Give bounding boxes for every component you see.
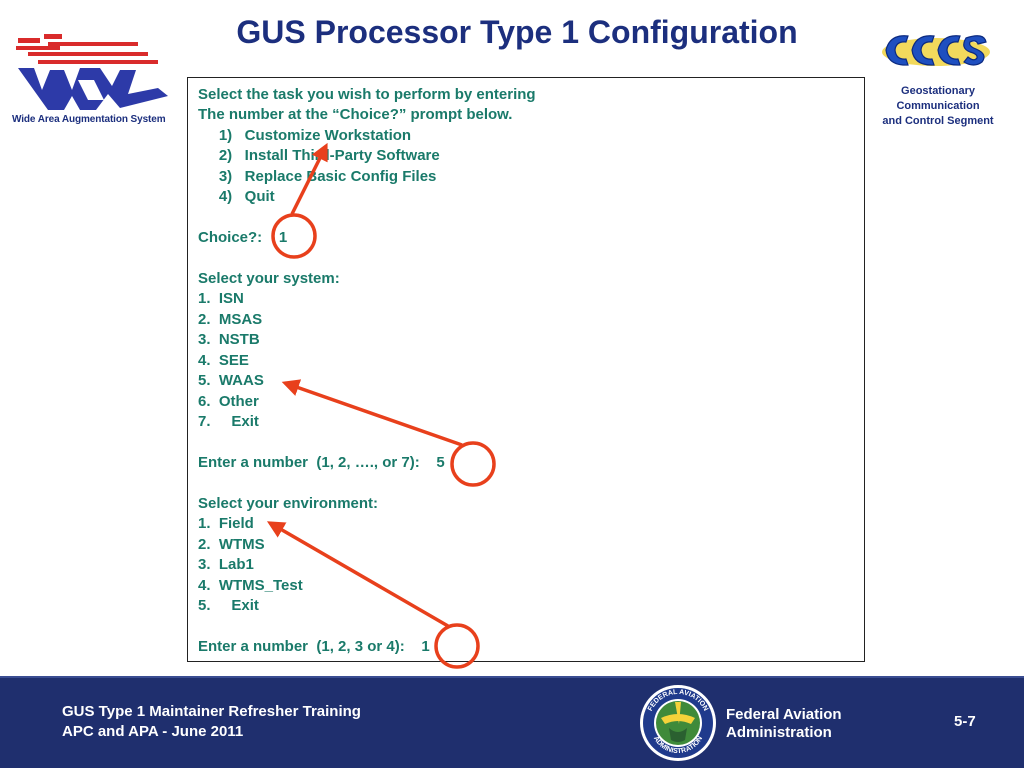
faa-name-line1: Federal Aviation: [726, 706, 842, 723]
console-choice-line: Choice?: 1: [198, 229, 288, 246]
console-line: 1. Field: [198, 515, 254, 532]
console-line: 2. WTMS: [198, 536, 265, 553]
console-line: The number at the “Choice?” prompt below…: [198, 106, 513, 123]
console-system-prompt: Enter a number (1, 2, …., or 7): 5: [198, 454, 445, 471]
console-line: 5. WAAS: [198, 372, 264, 389]
console-line: 3) Replace Basic Config Files: [198, 168, 437, 185]
faa-seal-logo: FEDERAL AVIATION ADMINISTRATION: [640, 685, 716, 761]
console-line: Select your system:: [198, 270, 340, 287]
gccs-logo: [882, 35, 990, 66]
gccs-caption: Geostationary Communication and Control …: [868, 84, 1008, 129]
console-line: 7. Exit: [198, 413, 259, 430]
console-line: 2. MSAS: [198, 311, 263, 328]
page-number: 5-7: [954, 713, 976, 730]
footer-bar: GUS Type 1 Maintainer Refresher Training…: [0, 678, 1024, 768]
waas-logo: [16, 34, 168, 110]
footer-divider: [0, 676, 1024, 678]
console-line: Select your environment:: [198, 495, 379, 512]
faa-name-line2: Administration: [726, 724, 832, 741]
console-line: 3. Lab1: [198, 556, 254, 573]
console-line: 2) Install Third-Party Software: [198, 147, 440, 164]
waas-caption: Wide Area Augmentation System: [12, 114, 166, 125]
console-output-box: Select the task you wish to perform by e…: [187, 77, 865, 662]
console-line: 1) Customize Workstation: [198, 127, 412, 144]
footer-course-date: APC and APA - June 2011: [62, 723, 244, 740]
console-line: 4. SEE: [198, 352, 249, 369]
gccs-caption-line: and Control Segment: [882, 115, 994, 127]
console-line: 5. Exit: [198, 597, 259, 614]
console-line: Select the task you wish to perform by e…: [198, 86, 536, 103]
gccs-caption-line: Communication: [896, 100, 980, 112]
console-line: 1. ISN: [198, 290, 244, 307]
console-line: 4. WTMS_Test: [198, 577, 303, 594]
console-line: 6. Other: [198, 393, 259, 410]
console-line: 4) Quit: [198, 188, 275, 205]
faa-agency-name: Federal Aviation Administration: [726, 706, 842, 742]
console-environment-prompt: Enter a number (1, 2, 3 or 4): 1: [198, 638, 430, 655]
console-line: 3. NSTB: [198, 331, 260, 348]
waas-flag-stripes: [16, 34, 158, 64]
footer-course-info: GUS Type 1 Maintainer Refresher Training…: [62, 702, 361, 742]
slide-title: GUS Processor Type 1 Configuration: [236, 14, 798, 50]
footer-course-title: GUS Type 1 Maintainer Refresher Training: [62, 703, 361, 720]
gccs-caption-line: Geostationary: [901, 85, 975, 97]
